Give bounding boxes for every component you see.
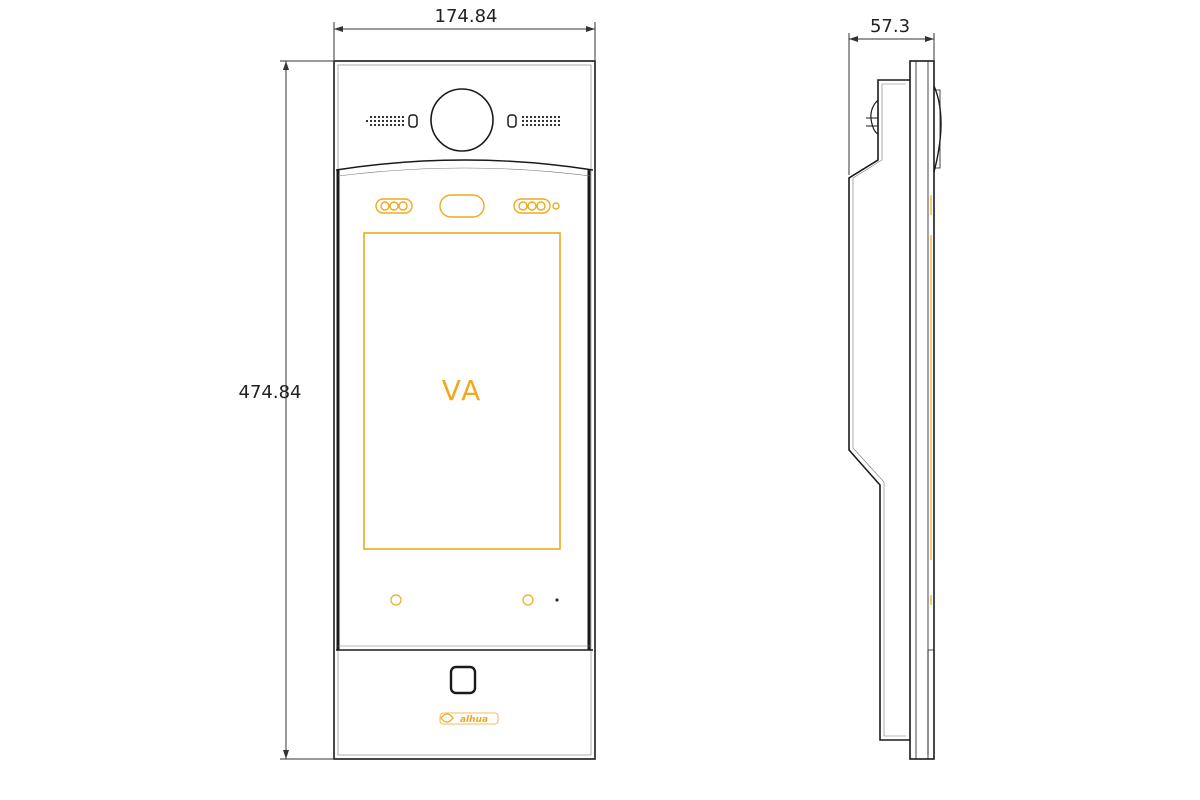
width-label: 174.84 <box>435 6 498 27</box>
front-body <box>333 60 596 760</box>
camera-lens-icon <box>430 88 494 152</box>
grille-dot <box>398 124 400 126</box>
grille-dot <box>554 116 556 118</box>
grille-dot <box>390 124 392 126</box>
grille-dot <box>390 120 392 122</box>
grille-dot <box>370 116 372 118</box>
grille-dot <box>386 120 388 122</box>
grille-dot <box>366 120 368 122</box>
grille-dot <box>542 116 544 118</box>
grille-dot <box>386 124 388 126</box>
grille-dot <box>530 116 532 118</box>
grille-dot <box>382 120 384 122</box>
grille-dot <box>394 116 396 118</box>
grille-dot <box>394 120 396 122</box>
grille-dot <box>370 124 372 126</box>
left-ir-led-icon <box>375 198 413 214</box>
face-camera-icon <box>439 194 485 218</box>
depth-dimension <box>848 33 935 175</box>
grille-dot <box>530 124 532 126</box>
grille-dot <box>374 116 376 118</box>
grille-dot <box>522 116 524 118</box>
grille-dot <box>402 116 404 118</box>
grille-dot <box>402 124 404 126</box>
grille-dot <box>546 116 548 118</box>
grille-dot <box>402 120 404 122</box>
grille-dot <box>378 116 380 118</box>
grille-dot <box>550 120 552 122</box>
grille-dot <box>542 124 544 126</box>
grille-dot <box>538 116 540 118</box>
grille-dot <box>534 120 536 122</box>
grille-dot <box>526 124 528 126</box>
grille-dot <box>534 124 536 126</box>
sensor-row <box>375 194 560 218</box>
grille-dot <box>398 120 400 122</box>
side-view: 57.3 <box>848 16 942 760</box>
right-speaker-grille-icon <box>522 116 560 126</box>
right-mic-icon <box>507 114 517 128</box>
grille-dot <box>542 120 544 122</box>
grille-dot <box>398 116 400 118</box>
screen-label: VA <box>442 374 483 407</box>
depth-label: 57.3 <box>870 16 910 37</box>
left-indicator-icon <box>390 594 402 606</box>
grille-dot <box>550 124 552 126</box>
grille-dot <box>386 116 388 118</box>
width-dimension <box>333 22 596 60</box>
side-profile <box>848 60 942 760</box>
grille-dot <box>530 120 532 122</box>
grille-dot <box>378 124 380 126</box>
grille-dot <box>394 124 396 126</box>
grille-dot <box>370 120 372 122</box>
logo-text: alhua <box>460 715 488 725</box>
grille-dot <box>526 120 528 122</box>
light-sensor-icon <box>552 202 560 210</box>
grille-dot <box>382 124 384 126</box>
right-indicator-icon <box>522 594 534 606</box>
grille-dot <box>546 120 548 122</box>
grille-dot <box>374 124 376 126</box>
left-speaker-grille-icon <box>366 116 404 126</box>
lower-indicators <box>390 594 534 606</box>
grille-dot <box>558 124 560 126</box>
grille-dot <box>546 124 548 126</box>
height-dimension <box>280 60 333 760</box>
camera-head <box>335 88 594 177</box>
status-dot-icon <box>555 598 559 602</box>
left-mic-icon <box>408 114 418 128</box>
grille-dot <box>382 116 384 118</box>
grille-dot <box>522 124 524 126</box>
grille-dot <box>554 124 556 126</box>
grille-dot <box>538 120 540 122</box>
display-screen: VA <box>363 232 561 550</box>
grille-dot <box>534 116 536 118</box>
grille-dot <box>374 120 376 122</box>
grille-dot <box>554 120 556 122</box>
right-ir-led-icon <box>513 198 551 214</box>
grille-dot <box>522 120 524 122</box>
grille-dot <box>550 116 552 118</box>
brand-logo: alhua <box>439 712 499 725</box>
height-label: 474.84 <box>239 382 302 403</box>
front-view: 174.84 474.84 <box>239 6 596 760</box>
grille-dot <box>538 124 540 126</box>
grille-dot <box>526 116 528 118</box>
grille-dot <box>378 120 380 122</box>
bottom-panel: alhua <box>336 645 593 725</box>
grille-dot <box>558 116 560 118</box>
fingerprint-button-icon <box>449 665 477 695</box>
grille-dot <box>558 120 560 122</box>
grille-dot <box>390 116 392 118</box>
